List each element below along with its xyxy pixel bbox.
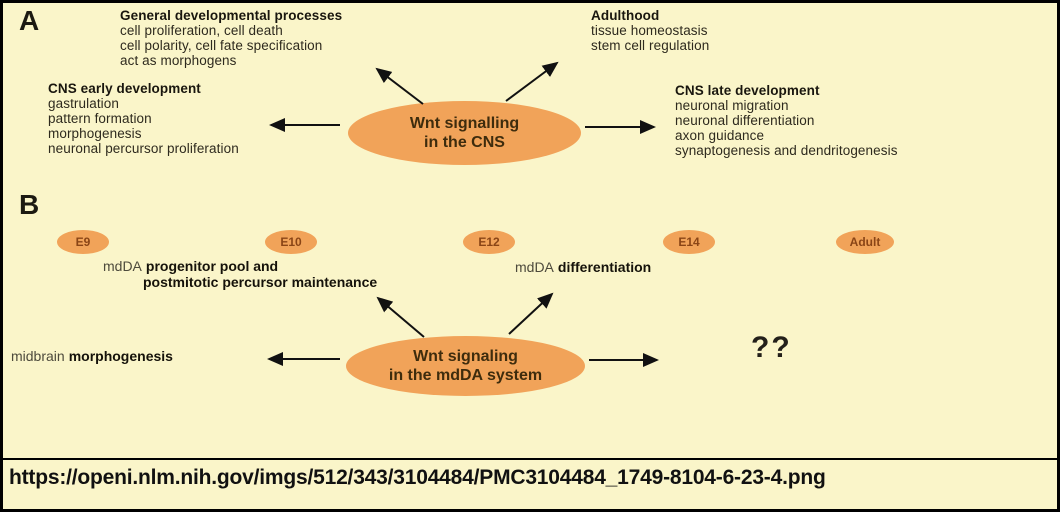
cns-early-title: CNS early development <box>48 81 201 96</box>
timeline-e9-ellipse: E9 <box>57 230 109 254</box>
panel-b-label: B <box>19 189 40 220</box>
cns-late-line: synaptogenesis and dendritogenesis <box>675 143 898 158</box>
wnt-cns-ellipse-line2: in the CNS <box>424 134 505 151</box>
unknown-question-marks: ?? <box>751 331 792 364</box>
midbrain-bold: morphogenesis <box>68 348 173 364</box>
timeline-e10-ellipse: E10 <box>265 230 317 254</box>
cns-late-line: neuronal differentiation <box>675 113 815 128</box>
wnt-cns-ellipse-line1: Wnt signalling <box>409 115 520 132</box>
cns-early-line: neuronal percursor proliferation <box>48 141 239 156</box>
timeline-adult-ellipse: Adult <box>836 230 894 254</box>
general-processes-title: General developmental processes <box>120 8 343 23</box>
timeline-e14-label: E14 <box>678 235 700 249</box>
cns-late-line: neuronal migration <box>675 98 789 113</box>
timeline-adult-label: Adult <box>849 235 881 249</box>
adulthood-title: Adulthood <box>591 8 660 23</box>
wnt-mdda-ellipse-line2: in the mdDA system <box>388 367 543 384</box>
timeline-e9-label: E9 <box>75 235 91 249</box>
timeline-e10-label: E10 <box>280 235 302 249</box>
cns-late-title: CNS late development <box>675 83 820 98</box>
source-url-text: https://openi.nlm.nih.gov/imgs/512/343/3… <box>9 466 826 489</box>
wnt-mdda-ellipse: Wnt signaling in the mdDA system <box>346 336 585 396</box>
cns-early-line: pattern formation <box>48 111 152 126</box>
adulthood-line: tissue homeostasis <box>591 23 708 38</box>
footer-divider <box>3 458 1057 460</box>
cns-early-line: gastrulation <box>48 96 119 111</box>
cns-late-line: axon guidance <box>675 128 765 143</box>
adulthood-line: stem cell regulation <box>591 38 710 53</box>
panel-a-label: A <box>19 5 40 36</box>
adulthood-block: Adulthood tissue homeostasis stem cell r… <box>591 8 709 53</box>
general-processes-line: cell polarity, cell fate specification <box>120 38 323 53</box>
progenitor-prefix: mdDA <box>103 258 142 274</box>
timeline-e12-label: E12 <box>478 235 500 249</box>
progenitor-bold1: progenitor pool and <box>145 258 279 274</box>
general-processes-line: act as morphogens <box>120 53 237 68</box>
general-processes-line: cell proliferation, cell death <box>120 23 283 38</box>
wnt-cns-ellipse: Wnt signalling in the CNS <box>348 101 581 165</box>
arrow-b-upright-icon <box>508 292 554 335</box>
differentiation-bold: differentiation <box>557 259 652 275</box>
arrow-a-upright-icon <box>505 61 559 102</box>
wnt-mdda-ellipse-line1: Wnt signaling <box>413 348 518 365</box>
progenitor-bold2: postmitotic percursor maintenance <box>143 274 378 290</box>
general-processes-block: General developmental processes cell pro… <box>120 8 342 68</box>
differentiation-prefix: mdDA <box>515 259 554 275</box>
timeline-e14-ellipse: E14 <box>663 230 715 254</box>
arrow-a-upleft-icon <box>375 67 424 105</box>
cns-early-block: CNS early development gastrulation patte… <box>48 81 239 156</box>
timeline-e12-ellipse: E12 <box>463 230 515 254</box>
cns-late-block: CNS late development neuronal migration … <box>675 83 898 158</box>
arrow-b-upleft-icon <box>376 296 425 338</box>
midbrain-prefix: midbrain <box>11 348 65 364</box>
cns-early-line: morphogenesis <box>48 126 142 141</box>
